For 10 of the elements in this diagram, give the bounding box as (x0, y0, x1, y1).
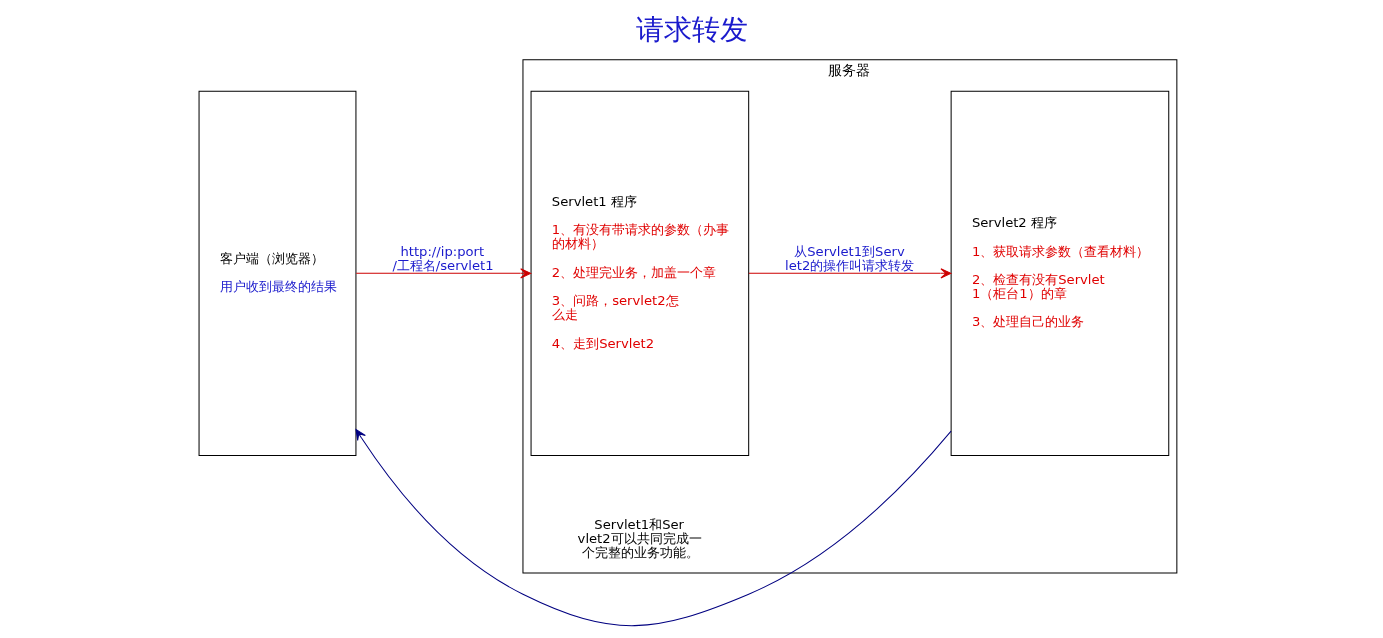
arrow (355, 268, 531, 279)
edge-label: http://ip:port/工程名/servlet1 (391, 243, 494, 273)
node-box: Servlet2 程序 1、获取请求参数（查看材料） 2、检查有没有Servlet1（柜台1）的章 3、处理自己的业务 (950, 90, 1169, 457)
arrow (355, 428, 952, 627)
label: Servlet1和Servlet2可以共同完成一个完整的业务功能。 (577, 516, 702, 561)
node-box: 客户端（浏览器） 用户收到最终的结果 (198, 90, 356, 457)
node-box: Servlet1 程序 1、有没有带请求的参数（办事的材料） 2、处理完业务，加盖一个章 3、问路，servlet2怎么走 4、走到Servlet2 (530, 90, 749, 457)
arrow (747, 268, 952, 279)
diagram-title: 请求转发 (635, 12, 748, 46)
edge-label: 从Servlet1到Servlet2的操作叫请求转发 (784, 243, 914, 273)
